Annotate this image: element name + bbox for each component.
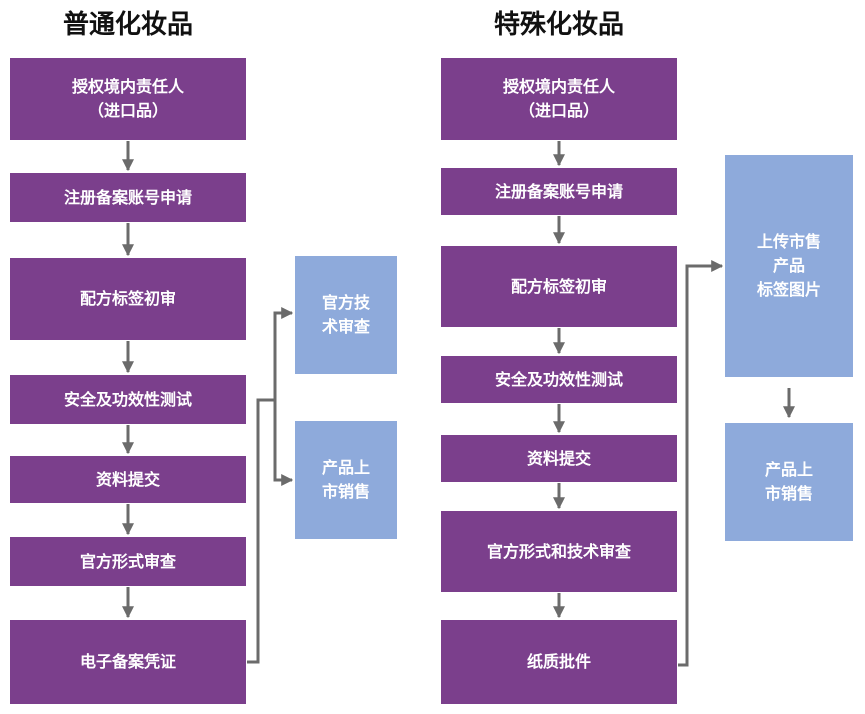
- right-step-formal-tech-review: 官方形式和技术审查: [441, 511, 677, 592]
- left-side-tech-review-line2: 术审查: [321, 317, 370, 336]
- right-side-upload-labels-line2: 产品: [772, 256, 805, 275]
- right-step-formal-tech-review-label: 官方形式和技术审查: [486, 541, 631, 561]
- left-step-authorize-line1: 授权境内责任人: [71, 77, 184, 96]
- arrow-left-branch: [247, 307, 294, 664]
- right-step-authorize-line2: （进口品）: [518, 101, 599, 120]
- right-side-market: 产品上市销售: [725, 423, 853, 541]
- title-general: 普通化妆品: [62, 10, 193, 40]
- right-side-market-line1: 产品上: [764, 460, 813, 479]
- right-step-paper-approval: 纸质批件: [441, 620, 677, 704]
- right-step-formula-label: 配方标签初审: [510, 276, 607, 296]
- left-step-account: 注册备案账号申请: [10, 173, 246, 222]
- left-side-market: 产品上市销售: [295, 421, 397, 539]
- right-side-upload-labels-line1: 上传市售: [756, 232, 821, 251]
- left-step-formula: 配方标签初审: [10, 258, 246, 340]
- left-step-formal-review: 官方形式审查: [10, 537, 246, 586]
- title-special: 特殊化妆品: [493, 10, 624, 40]
- right-step-account: 注册备案账号申请: [441, 168, 677, 215]
- right-step-account-label: 注册备案账号申请: [494, 181, 623, 201]
- left-step-testing-label: 安全及功效性测试: [63, 389, 192, 409]
- right-step-paper-approval-label: 纸质批件: [526, 652, 591, 671]
- left-step-certificate: 电子备案凭证: [10, 620, 246, 704]
- arrow-left-branch-2: [273, 400, 294, 486]
- right-step-authorize: 授权境内责任人 （进口品）: [441, 58, 677, 140]
- right-step-submit-label: 资料提交: [526, 448, 591, 468]
- left-side-tech-review: 官方技术审查: [295, 256, 397, 374]
- left-side-market-line1: 产品上: [321, 458, 370, 477]
- left-step-testing: 安全及功效性测试: [10, 375, 246, 424]
- left-step-account-label: 注册备案账号申请: [63, 187, 192, 207]
- left-step-submit: 资料提交: [10, 456, 246, 503]
- right-step-submit: 资料提交: [441, 435, 677, 482]
- left-step-formula-label: 配方标签初审: [79, 289, 176, 308]
- left-side-tech-review-line1: 官方技: [321, 293, 370, 312]
- arrow-right-branch: [678, 260, 724, 667]
- left-step-certificate-label: 电子备案凭证: [79, 652, 176, 671]
- right-step-testing-label: 安全及功效性测试: [494, 369, 623, 389]
- right-step-formula: 配方标签初审: [441, 246, 677, 327]
- left-step-submit-label: 资料提交: [95, 469, 160, 489]
- left-step-formal-review-label: 官方形式审查: [79, 551, 176, 571]
- right-step-testing: 安全及功效性测试: [441, 356, 677, 403]
- right-step-authorize-line1: 授权境内责任人: [502, 77, 615, 96]
- left-side-market-line2: 市销售: [321, 482, 370, 501]
- right-side-upload-labels-line3: 标签图片: [756, 280, 821, 299]
- right-side-upload-labels: 上传市售产品标签图片: [725, 155, 853, 377]
- left-step-authorize-line2: （进口品）: [87, 101, 168, 120]
- right-side-market-line2: 市销售: [764, 484, 813, 503]
- left-step-authorize: 授权境内责任人 （进口品）: [10, 58, 246, 140]
